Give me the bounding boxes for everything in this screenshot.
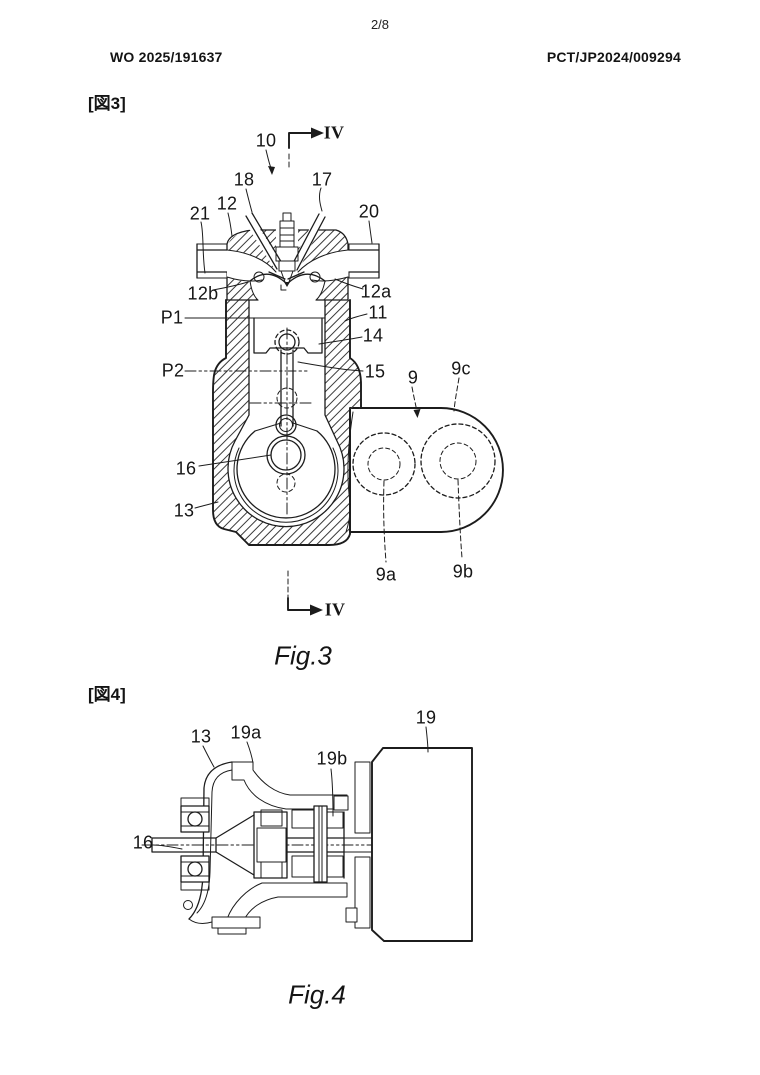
fig4-bell-housing xyxy=(211,761,349,935)
fig3-section-arrow-bottom xyxy=(287,570,323,616)
ref-label-19b: 19b xyxy=(316,748,348,769)
figure4-tag: [図4] xyxy=(88,685,126,704)
fig4-coupling xyxy=(291,805,345,883)
fig4-leader-lines xyxy=(152,726,429,850)
ref-label-10: 10 xyxy=(255,130,277,151)
publication-number: WO 2025/191637 xyxy=(110,49,223,65)
figure3-caption: Fig.3 xyxy=(274,640,332,671)
ref-label-14: 14 xyxy=(362,325,384,346)
ref-label-18: 18 xyxy=(233,169,255,190)
fig4-bracket xyxy=(183,761,233,924)
ref-label-19: 19 xyxy=(415,707,437,728)
fig3-spark-plug xyxy=(275,212,299,291)
ref-label-12b: 12b xyxy=(187,283,219,304)
fig4-bearing xyxy=(180,797,210,891)
fig3-section-arrow-top xyxy=(288,127,324,169)
fig4-motor-box xyxy=(371,747,473,942)
fig3-crankcase xyxy=(212,299,362,546)
ref-label-13: 13 xyxy=(190,726,212,747)
ref-label-20: 20 xyxy=(358,201,380,222)
ref-label-P1: P1 xyxy=(160,307,184,328)
ref-label-12a: 12a xyxy=(360,281,392,302)
figure4-caption: Fig.4 xyxy=(288,979,346,1010)
ref-label-21: 21 xyxy=(189,203,211,224)
ref-label-12: 12 xyxy=(216,193,238,214)
fig4-shaft xyxy=(151,809,345,879)
ref-label-IV: IV xyxy=(323,122,345,143)
fig3-balancer-case xyxy=(349,407,504,563)
ref-label-17: 17 xyxy=(311,169,333,190)
fig4-drawing xyxy=(141,726,473,942)
fig3-manifold-pipes xyxy=(196,243,380,279)
page-number: 2/8 xyxy=(370,17,390,32)
fig3-piston-assembly xyxy=(184,317,336,519)
fig3-drawing xyxy=(184,127,504,616)
ref-label-9: 9 xyxy=(407,367,419,388)
ref-label-15: 15 xyxy=(364,361,386,382)
ref-label-9b: 9b xyxy=(452,561,474,582)
application-number: PCT/JP2024/009294 xyxy=(546,49,681,65)
ref-label-9c: 9c xyxy=(451,358,471,379)
ref-label-P2: P2 xyxy=(161,360,185,381)
fig4-mount-wall xyxy=(343,761,373,929)
ref-label-16: 16 xyxy=(132,832,154,853)
ref-label-11: 11 xyxy=(368,302,388,323)
fig3-leader-lines xyxy=(194,149,460,509)
ref-label-13: 13 xyxy=(173,500,195,521)
figure3-tag: [図3] xyxy=(88,94,126,113)
ref-label-9a: 9a xyxy=(375,564,397,585)
ref-label-IV: IV xyxy=(324,599,346,620)
ref-label-16: 16 xyxy=(175,458,197,479)
ref-label-19a: 19a xyxy=(230,722,262,743)
